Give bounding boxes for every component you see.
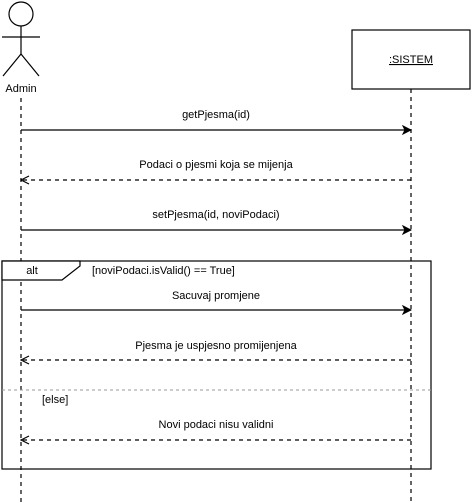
message-podaci-response: Podaci o pjesmi koja se mijenja bbox=[21, 159, 411, 180]
actor-left-leg bbox=[2, 53, 22, 77]
message-label: Pjesma je uspjesno promijenjena bbox=[135, 340, 297, 352]
alt-operator-label: alt bbox=[26, 265, 38, 277]
message-label: Novi podaci nisu validni bbox=[159, 419, 274, 431]
message-label: Podaci o pjesmi koja se mijenja bbox=[139, 159, 293, 171]
message-nisu-validni-response: Novi podaci nisu validni bbox=[21, 419, 411, 440]
admin-actor: Admin bbox=[2, 1, 40, 95]
message-get-pjesma: getPjesma(id) bbox=[21, 109, 411, 130]
actor-right-leg bbox=[20, 53, 40, 77]
alt-fragment: alt [noviPodaci.isValid() == True] [else… bbox=[1, 260, 432, 470]
message-set-pjesma: setPjesma(id, noviPodaci) bbox=[21, 209, 411, 230]
message-uspjesno-response: Pjesma je uspjesno promijenjena bbox=[21, 340, 411, 360]
alt-frame bbox=[1, 260, 432, 470]
alt-else-guard: [else] bbox=[42, 394, 68, 406]
actor-label: Admin bbox=[5, 83, 36, 95]
alt-guard: [noviPodaci.isValid() == True] bbox=[92, 265, 235, 277]
system-box bbox=[351, 29, 471, 90]
message-label: getPjesma(id) bbox=[182, 109, 250, 121]
system-participant: :SISTEM bbox=[351, 29, 471, 90]
message-label: setPjesma(id, noviPodaci) bbox=[152, 209, 279, 221]
alt-operator-tab bbox=[1, 260, 81, 281]
system-label: :SISTEM bbox=[389, 54, 433, 66]
message-sacuvaj-promjene: Sacuvaj promjene bbox=[21, 290, 411, 310]
actor-head bbox=[8, 1, 34, 27]
message-label: Sacuvaj promjene bbox=[172, 290, 260, 302]
